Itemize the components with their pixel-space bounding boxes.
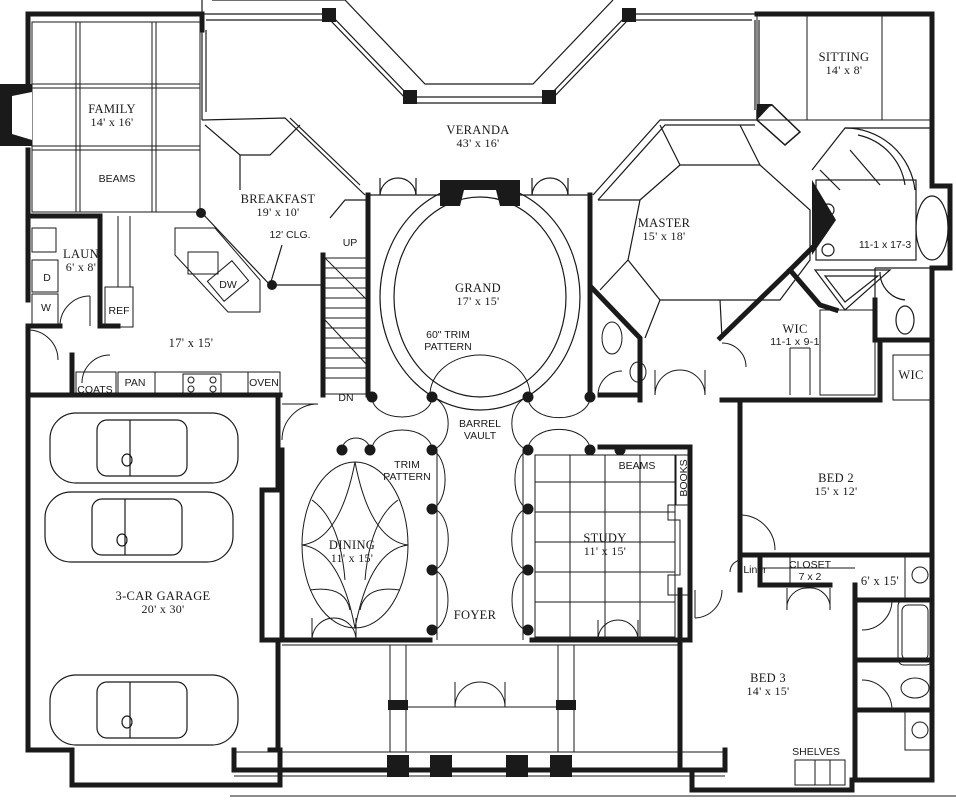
- note-trim-pattern: TRIM PATTERN: [383, 459, 430, 483]
- room-name: FAMILY: [88, 101, 136, 116]
- room-name: WIC: [782, 321, 808, 336]
- room-label-laundry: LAUN 6' x 8': [63, 247, 99, 275]
- sitting: [756, 13, 933, 121]
- note-pantry: PAN: [124, 376, 146, 389]
- master-bath: [811, 127, 949, 335]
- cars: [44, 412, 239, 746]
- room-label-garage: 3-CAR GARAGE 20' x 30': [116, 589, 211, 617]
- entry-portico: [230, 644, 956, 797]
- room-dims: 11-1 x 9-1: [770, 336, 820, 349]
- note-barrel-vault: BARREL VAULT: [459, 418, 501, 442]
- note-line: PATTERN: [424, 341, 472, 353]
- room-label-study: STUDY 11' x 15': [583, 531, 626, 559]
- room-dims: 6' x 8': [65, 260, 97, 275]
- note-beams-family: BEAMS: [98, 172, 136, 185]
- room-label-master: MASTER 15' x 18': [638, 216, 691, 244]
- breakfast-bay: [201, 117, 368, 286]
- room-dims: 7 x 2: [798, 571, 822, 583]
- room-dims-bath2: 6' x 15': [860, 573, 900, 588]
- room-label-dining: DINING 11' x 15': [329, 538, 375, 566]
- note-line: BARREL: [458, 417, 502, 430]
- note-oven: OVEN: [249, 376, 279, 389]
- room-dims: 14' x 16': [90, 115, 134, 130]
- grand-room: [368, 177, 590, 411]
- room-name: SITTING: [818, 49, 870, 64]
- car-1: [49, 412, 239, 484]
- room-label-veranda: VERANDA 43' x 16': [446, 123, 509, 151]
- note-line: TRIM: [394, 458, 420, 471]
- veranda-posts: [322, 8, 636, 104]
- room-dims: 14' x 15': [746, 684, 790, 699]
- note-refrigerator: REF: [108, 304, 130, 317]
- room-label-bed3: BED 3 14' x 15': [746, 671, 789, 699]
- note-dishwasher: DW: [219, 278, 237, 291]
- car-3: [49, 674, 239, 746]
- room-dims-kitchen: 17' x 15': [168, 335, 214, 350]
- room-label-foyer: FOYER: [453, 607, 497, 622]
- room-name: CLOSET: [788, 558, 832, 571]
- room-label-breakfast: BREAKFAST 19' x 10': [241, 192, 316, 220]
- note-line: VAULT: [463, 430, 497, 442]
- exterior-walls: [25, 11, 953, 793]
- room-label-wic: WIC: [898, 367, 924, 382]
- veranda-outline: [201, 0, 760, 120]
- room-name: BED 2: [818, 470, 854, 485]
- dining-ceiling: [281, 403, 409, 641]
- room-name: MASTER: [637, 215, 691, 230]
- car-2: [44, 491, 234, 563]
- room-name: GRAND: [455, 280, 501, 295]
- family-beams: [31, 21, 201, 213]
- room-dims-master-bath: 11-1 x 17-3: [858, 238, 912, 251]
- room-name: 3-CAR GARAGE: [115, 588, 211, 603]
- room-dims: 43' x 16': [456, 136, 500, 151]
- room-name: DINING: [328, 537, 376, 552]
- note-coats: COATS: [77, 383, 113, 396]
- room-name: BED 3: [750, 670, 786, 685]
- room-dims: 15' x 12': [814, 484, 858, 499]
- room-dims: 15' x 18': [642, 229, 686, 244]
- note-dryer: D: [43, 271, 51, 284]
- room-label-bed2: BED 2 15' x 12': [814, 471, 857, 499]
- room-name: LAUN: [63, 246, 99, 261]
- room-dims: 17' x 15': [456, 294, 500, 309]
- note-washer: W: [41, 301, 51, 314]
- room-label-sitting: SITTING 14' x 8': [819, 50, 870, 78]
- kitchen-island: [174, 227, 261, 313]
- note-line: 60" TRIM: [426, 328, 470, 341]
- note-line: PATTERN: [383, 471, 431, 483]
- room-label-grand: GRAND 17' x 15': [455, 281, 501, 309]
- room-name: VERANDA: [446, 122, 510, 137]
- note-beams-study: BEAMS: [618, 459, 656, 472]
- note-stair-down: DN: [338, 391, 354, 404]
- study-beams: [534, 454, 690, 641]
- note-shelves: SHELVES: [792, 745, 840, 758]
- room-dims: 11' x 15': [583, 544, 627, 559]
- note-ceiling-height: 12' CLG.: [269, 228, 311, 241]
- note-stair-up: UP: [342, 236, 358, 249]
- room-dims: 11' x 15': [330, 551, 374, 566]
- room-dims: 19' x 10': [256, 205, 300, 220]
- room-label-closet: CLOSET 7 x 2: [789, 559, 831, 583]
- colonnade: [341, 354, 591, 640]
- room-label-master-wic: WIC 11-1 x 9-1: [770, 322, 820, 348]
- room-dims: 20' x 30': [141, 602, 185, 617]
- room-name: STUDY: [583, 530, 627, 545]
- note-trim-pattern-60: 60" TRIM PATTERN: [424, 329, 471, 353]
- master-bay: [592, 119, 811, 339]
- fireplace-grand: [440, 180, 520, 206]
- room-name: BREAKFAST: [240, 191, 316, 206]
- staircase: [324, 257, 368, 395]
- columns: [336, 391, 626, 636]
- room-dims: 14' x 8': [825, 63, 863, 78]
- note-linen: Liner: [743, 563, 767, 576]
- room-label-family: FAMILY 14' x 16': [88, 102, 136, 130]
- note-books: BOOKS: [677, 459, 690, 497]
